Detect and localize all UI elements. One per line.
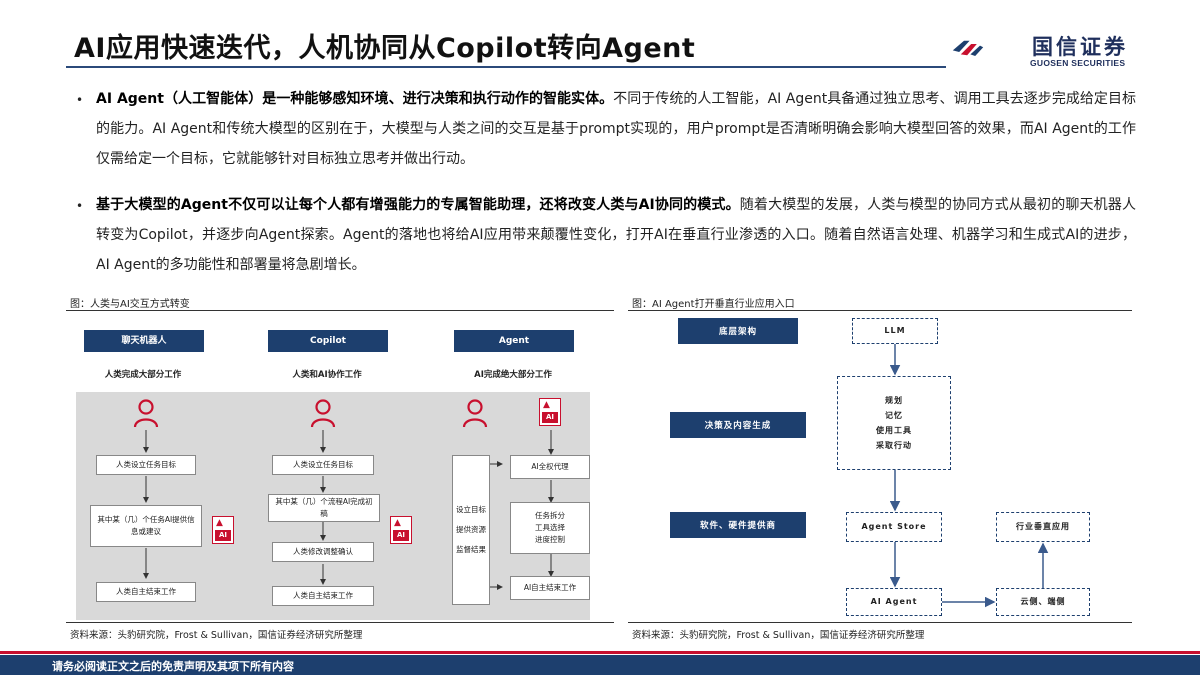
step-box: 人类自主结束工作 bbox=[272, 586, 374, 606]
step-box: 人类设立任务目标 bbox=[272, 455, 374, 475]
figure-left-top-rule bbox=[66, 310, 614, 311]
caption-chatbot: 人类完成大部分工作 bbox=[104, 370, 182, 380]
bullet-1-text: 不同于传统的人工智能，AI Agent具备通过独立思考、调用工具去逐步完成给定目… bbox=[96, 91, 1137, 167]
footer-bar bbox=[0, 655, 1200, 675]
role-item: 提供资源 bbox=[456, 525, 486, 534]
ai-glyph: ▲ bbox=[216, 518, 223, 528]
ai-agent-box: AI Agent bbox=[846, 588, 942, 616]
ai-badge-text: AI bbox=[393, 530, 409, 541]
step-item: 任务拆分 bbox=[535, 511, 565, 520]
step-box: 人类修改调整确认 bbox=[272, 542, 374, 562]
step-box: 人类设立任务目标 bbox=[96, 455, 196, 475]
capability-item: 规划 bbox=[885, 396, 903, 405]
step-box-multi: 任务拆分 工具选择 进度控制 bbox=[510, 502, 590, 554]
bullet-2-bold: 基于大模型的Agent不仅可以让每个人都有增强能力的专属智能助理，还将改变人类与… bbox=[96, 197, 740, 213]
ai-doc-icon: AI ▲ bbox=[539, 398, 561, 426]
footer-disclaimer: 请务必阅读正文之后的免责声明及其项下所有内容 bbox=[52, 660, 294, 673]
ai-glyph: ▲ bbox=[543, 400, 550, 410]
guosen-logo-icon bbox=[952, 40, 984, 56]
step-item: 进度控制 bbox=[535, 535, 565, 544]
bullet-2-text: 随着大模型的发展，人类与模型的协同方式从最初的聊天机器人转变为Copilot，并… bbox=[96, 197, 1136, 273]
step-box: 其中某（几）个流程AI完成初稿 bbox=[268, 494, 380, 522]
step-box: AI全权代理 bbox=[510, 455, 590, 479]
figure-right-source: 资料来源：头豹研究院，Frost & Sullivan，国信证券经济研究所整理 bbox=[632, 630, 925, 641]
figure-right-label: 图：AI Agent打开垂直行业应用入口 bbox=[632, 299, 795, 310]
bullet-dot: • bbox=[76, 199, 84, 213]
page-title: AI应用快速迭代，人机协同从Copilot转向Agent bbox=[74, 33, 696, 64]
human-role-box: 设立目标 提供资源 监督结果 bbox=[452, 455, 490, 605]
capability-item: 使用工具 bbox=[876, 426, 912, 435]
ai-doc-icon: AI ▲ bbox=[212, 516, 234, 544]
bullet-1-bold: AI Agent（人工智能体）是一种能够感知环境、进行决策和执行动作的智能实体。 bbox=[96, 91, 614, 107]
right-flow-arrows bbox=[889, 344, 1049, 608]
caption-copilot: 人类和AI协作工作 bbox=[292, 370, 362, 380]
ai-badge-text: AI bbox=[215, 530, 231, 541]
layer-decision: 决策及内容生成 bbox=[670, 412, 806, 438]
capabilities-box: 规划 记忆 使用工具 采取行动 bbox=[837, 376, 951, 470]
figure-left-source: 资料来源：头豹研究院，Frost & Sullivan，国信证券经济研究所整理 bbox=[70, 630, 363, 641]
layer-provider: 软件、硬件提供商 bbox=[670, 512, 806, 538]
logo-text-en: GUOSEN SECURITIES bbox=[1030, 58, 1126, 68]
tag-chatbot: 聊天机器人 bbox=[84, 330, 204, 352]
ai-badge-text: AI bbox=[542, 412, 558, 423]
tag-copilot: Copilot bbox=[268, 330, 388, 352]
cloud-edge-box: 云侧、端侧 bbox=[996, 588, 1090, 616]
layer-base: 底层架构 bbox=[678, 318, 798, 344]
figure-right-bottom-rule bbox=[628, 622, 1132, 623]
person-icon bbox=[133, 399, 159, 428]
capability-item: 采取行动 bbox=[876, 441, 912, 450]
caption-agent: AI完成绝大部分工作 bbox=[474, 370, 552, 380]
step-box: AI自主结束工作 bbox=[510, 576, 590, 600]
ai-doc-icon: AI ▲ bbox=[390, 516, 412, 544]
person-icon bbox=[310, 399, 336, 428]
figure-right-top-rule bbox=[628, 310, 1132, 311]
capability-item: 记忆 bbox=[885, 411, 903, 420]
bullet-paragraph-2: 基于大模型的Agent不仅可以让每个人都有增强能力的专属智能助理，还将改变人类与… bbox=[96, 190, 1136, 280]
llm-box: LLM bbox=[852, 318, 938, 344]
bullet-paragraph-1: AI Agent（人工智能体）是一种能够感知环境、进行决策和执行动作的智能实体。… bbox=[96, 84, 1136, 174]
ai-glyph: ▲ bbox=[394, 518, 401, 528]
step-box: 人类自主结束工作 bbox=[96, 582, 196, 602]
role-item: 设立目标 bbox=[456, 505, 486, 514]
footer-accent-stripe bbox=[0, 651, 1200, 654]
agent-store-box: Agent Store bbox=[846, 512, 942, 542]
figure-left-label: 图：人类与AI交互方式转变 bbox=[70, 299, 190, 310]
person-icon bbox=[462, 399, 488, 428]
step-item: 工具选择 bbox=[535, 523, 565, 532]
title-divider bbox=[66, 66, 946, 68]
step-box: 其中某（几）个任务AI提供信息或建议 bbox=[90, 505, 202, 547]
industry-box: 行业垂直应用 bbox=[996, 512, 1090, 542]
bullet-dot: • bbox=[76, 93, 84, 107]
logo-text-cn: 国信证券 bbox=[1032, 35, 1128, 59]
figure-left-bottom-rule bbox=[66, 622, 614, 623]
tag-agent: Agent bbox=[454, 330, 574, 352]
role-item: 监督结果 bbox=[456, 545, 486, 554]
